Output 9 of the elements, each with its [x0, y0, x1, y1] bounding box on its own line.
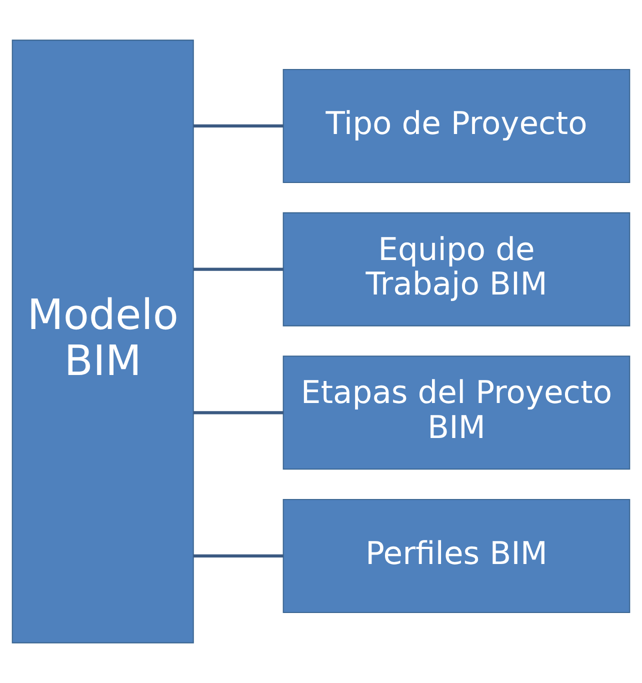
node-box: Etapas del Proyecto BIM [282, 356, 630, 470]
node-box: Perfiles BIM [282, 498, 630, 613]
node-box: Equipo de Trabajo BIM [282, 212, 630, 326]
connector [193, 268, 284, 271]
connector [193, 124, 284, 128]
connector [193, 554, 284, 558]
node-box: Tipo de Proyecto [282, 68, 630, 183]
connector [193, 411, 284, 414]
node-box: Modelo BIM [12, 40, 194, 644]
